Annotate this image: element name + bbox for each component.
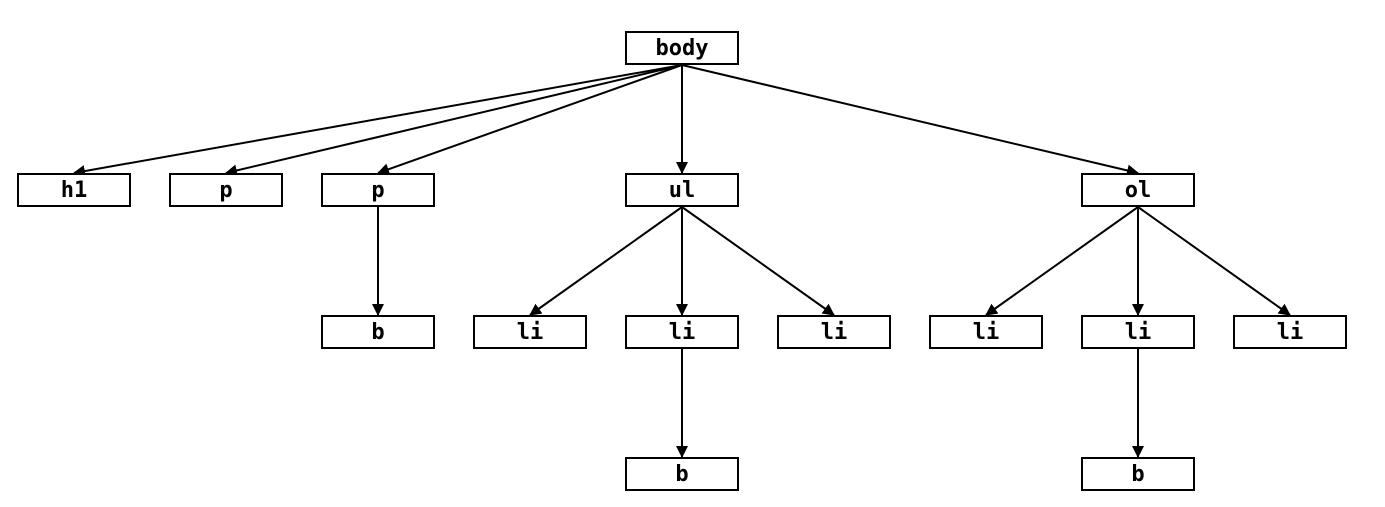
node-ul-li-b: b [625,457,739,491]
edge-ul-to-ul_li3 [681,206,835,316]
node-ul: ul [625,173,739,207]
node-p-first: p [169,173,283,207]
node-ol-li-3: li [1233,315,1347,349]
edge-body-to-p1 [225,64,683,177]
node-ul-li-2: li [625,315,739,349]
node-p-b: b [321,315,435,349]
node-h1: h1 [17,173,131,207]
edge-ul-to-ul_li1 [529,206,683,316]
edge-body-to-h1 [73,64,683,177]
edge-ol-to-ol_li3 [1137,206,1291,316]
node-body: body [625,31,739,65]
node-ol-li-2: li [1081,315,1195,349]
node-ol-li-1: li [929,315,1043,349]
node-ul-li-3: li [777,315,891,349]
node-ol: ol [1081,173,1195,207]
edge-body-to-ol [681,64,1139,177]
node-ol-li-b: b [1081,457,1195,491]
edge-body-to-p2 [377,64,683,175]
node-p-second: p [321,173,435,207]
edge-ol-to-ol_li1 [985,206,1139,316]
node-ul-li-1: li [473,315,587,349]
